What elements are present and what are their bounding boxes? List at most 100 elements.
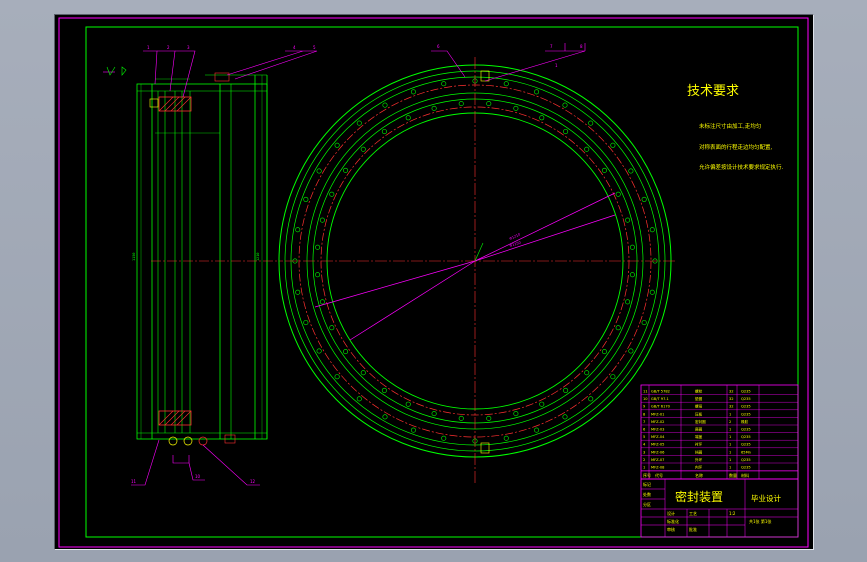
bom-cell: MFZ-04 xyxy=(651,435,665,439)
svg-text:序号: 序号 xyxy=(643,472,651,478)
outer-bolt-hole xyxy=(303,196,309,202)
bom-cell: Q235 xyxy=(741,397,751,401)
bom-row-index: 2 xyxy=(643,458,645,462)
radial-leader-2 xyxy=(474,214,616,262)
bom-cell: MFZ-02 xyxy=(651,420,664,424)
svg-text:数量: 数量 xyxy=(729,472,737,478)
bom-cell: 橡胶 xyxy=(741,419,749,424)
technical-notes: 技术要求 未标注尺寸由加工,走均匀 对称表面的行程走边均匀配置, 允许偏差按设计… xyxy=(687,84,784,171)
radial-leader-4 xyxy=(349,260,476,341)
outer-bolt-hole xyxy=(562,102,568,108)
bom-cell: 2 xyxy=(729,420,731,424)
outer-bolt-hole xyxy=(295,289,301,295)
bom-cell: 衬环 xyxy=(695,442,703,447)
bom-cell: Q235 xyxy=(741,390,751,394)
inner-bolt-hole xyxy=(584,370,590,376)
svg-text:3: 3 xyxy=(187,45,190,50)
dim-left-height: 1150 xyxy=(132,253,136,261)
bom-cell: MFZ-03 xyxy=(651,428,664,432)
bom-cell: 65Mn xyxy=(741,450,751,454)
bom-cell: MFZ-07 xyxy=(651,458,664,462)
outer-bolt-hole xyxy=(588,120,594,126)
bom-row-index: 10 xyxy=(643,397,648,401)
inner-bolt-hole xyxy=(625,217,631,223)
bom-row-index: 3 xyxy=(643,450,645,454)
outer-bolt-hole xyxy=(641,196,647,202)
svg-text:8: 8 xyxy=(580,44,583,49)
bom-cell: MFZ-01 xyxy=(651,412,664,416)
inner-bolt-hole xyxy=(563,387,569,393)
bom-row-index: 11 xyxy=(643,390,648,394)
outer-bolt-hole xyxy=(649,227,655,233)
svg-text:名称: 名称 xyxy=(695,472,703,478)
section-leaders-bottom xyxy=(131,439,260,486)
svg-text:标准化: 标准化 xyxy=(667,518,679,524)
svg-text:审核: 审核 xyxy=(667,526,675,532)
section-leaders-top xyxy=(143,50,318,98)
bottom-lug xyxy=(480,442,490,454)
svg-text:标记: 标记 xyxy=(643,481,651,487)
bom-cell: 32 xyxy=(729,397,734,401)
bom-cell: 压板 xyxy=(695,411,703,416)
bom-row-index: 8 xyxy=(643,412,646,416)
title-block: 密封装置 毕业设计 标记 处数 分区 设计 标准化 审核 工艺 批准 1:2 共… xyxy=(640,478,799,538)
svg-text:处数: 处数 xyxy=(643,491,651,497)
title-label: 密封装置 xyxy=(675,489,723,504)
outer-bolt-hole xyxy=(441,435,447,441)
svg-text:Φ1150: Φ1150 xyxy=(509,241,521,248)
svg-text:1: 1 xyxy=(147,45,150,50)
inner-bolt-hole xyxy=(343,167,349,173)
inner-bolt-hole xyxy=(381,387,387,393)
inner-frame xyxy=(85,26,799,538)
bom-cell: 1 xyxy=(729,435,731,439)
note-line-3: 允许偏差按设计技术要求规定执行. xyxy=(699,163,784,171)
bom-cell: 1 xyxy=(729,443,731,447)
bom-cell: 32 xyxy=(729,390,734,394)
outer-bolt-hole xyxy=(410,89,416,95)
outer-bolt-hole xyxy=(295,227,301,233)
bom-cell: 外环 xyxy=(695,457,703,462)
bom-cell: GB/T 5782 xyxy=(651,390,670,394)
bom-cell: Q235 xyxy=(741,412,751,416)
note-line-1: 未标注尺寸由加工,走均匀 xyxy=(699,122,761,130)
bom-cell: Q235 xyxy=(741,405,751,409)
bom-cell: GB/T 97.1 xyxy=(651,397,669,401)
bom-cell: Q235 xyxy=(741,428,751,432)
outer-bolt-hole xyxy=(610,374,616,380)
svg-text:4: 4 xyxy=(293,45,296,50)
inner-bolt-hole xyxy=(315,244,321,250)
svg-text:5: 5 xyxy=(313,45,316,50)
inner-bolt-hole xyxy=(315,272,321,278)
svg-text:11: 11 xyxy=(131,479,137,484)
bom-cell: 密封圈 xyxy=(695,419,706,424)
inner-bolt-hole xyxy=(381,129,387,135)
svg-text:1: 1 xyxy=(555,63,558,68)
outer-bolt-hole xyxy=(303,320,309,326)
drawing-canvas[interactable]: 1150 1210 1 2 3 4 5 11 10 12 xyxy=(55,15,813,549)
bom-cell: Q235 xyxy=(741,443,751,447)
front-leader-top-right xyxy=(484,50,586,82)
cad-viewport[interactable]: 1150 1210 1 2 3 4 5 11 10 12 xyxy=(54,14,814,550)
front-leader-top-left xyxy=(431,50,466,78)
svg-text:12: 12 xyxy=(250,479,256,484)
outer-frame xyxy=(58,17,809,548)
inner-bolt-hole xyxy=(513,411,519,417)
bom-cell: 螺栓 xyxy=(695,389,703,394)
outer-bolt-hole xyxy=(628,168,634,174)
bom-row-index: 6 xyxy=(643,428,646,432)
inner-bolt-hole xyxy=(539,401,545,407)
inner-bolt-hole xyxy=(458,415,464,421)
bom-cell: 1 xyxy=(729,428,731,432)
bom-cell: 端盖 xyxy=(695,434,703,439)
outer-bolt-hole xyxy=(316,168,322,174)
inner-bolt-hole xyxy=(584,146,590,152)
section-outer-body xyxy=(136,83,268,440)
inner-bolt-hole xyxy=(629,244,635,250)
bom-row-index: 4 xyxy=(643,443,646,447)
svg-text:1:2: 1:2 xyxy=(729,511,736,516)
outer-bolt-hole xyxy=(382,102,388,108)
bom-cell: MFZ-05 xyxy=(651,443,664,447)
bom-cell: 座圈 xyxy=(695,427,703,432)
outer-bolt-hole xyxy=(562,414,568,420)
outer-bolt-hole xyxy=(503,81,509,87)
